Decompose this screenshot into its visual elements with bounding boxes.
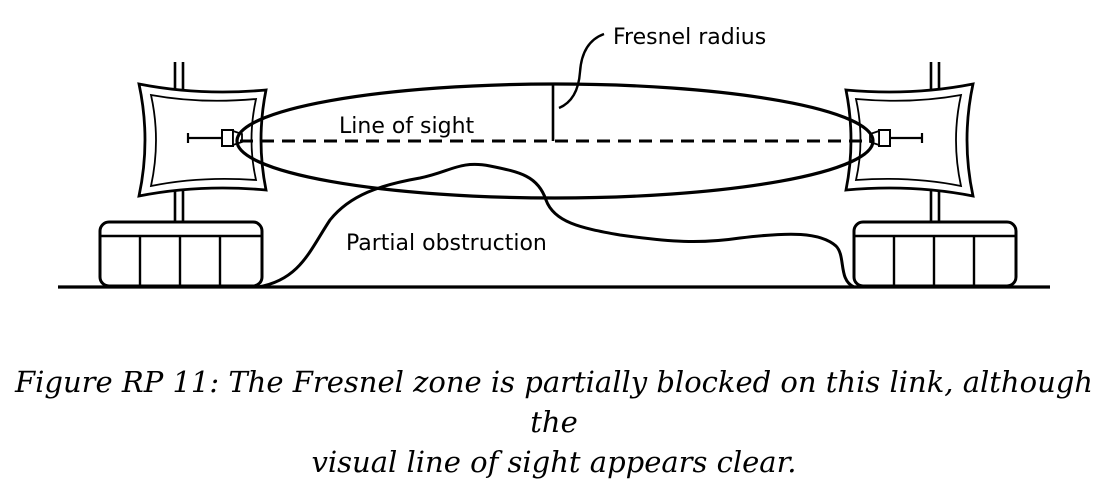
left-equipment-base xyxy=(98,220,264,288)
partial-obstruction-label: Partial obstruction xyxy=(346,231,547,256)
right-tower xyxy=(844,62,1018,288)
line-of-sight-label: Line of sight xyxy=(339,114,475,139)
left-antenna-dish xyxy=(137,82,268,198)
caption-line-2: visual line of sight appears clear. xyxy=(311,445,797,479)
fresnel-radius-label: Fresnel radius xyxy=(613,25,766,50)
fresnel-radius-leader xyxy=(558,32,605,110)
left-tower xyxy=(98,62,268,288)
right-equipment-base xyxy=(852,220,1018,288)
terrain-obstruction xyxy=(257,162,855,289)
right-antenna-dish xyxy=(844,82,975,198)
figure-caption: Figure RP 11: The Fresnel zone is partia… xyxy=(0,362,1108,482)
fresnel-zone-ellipse xyxy=(235,82,875,200)
fresnel-zone-diagram: Fresnel radius Line of sight Partial obs… xyxy=(58,25,1050,289)
caption-line-1: Figure RP 11: The Fresnel zone is partia… xyxy=(15,365,1093,439)
